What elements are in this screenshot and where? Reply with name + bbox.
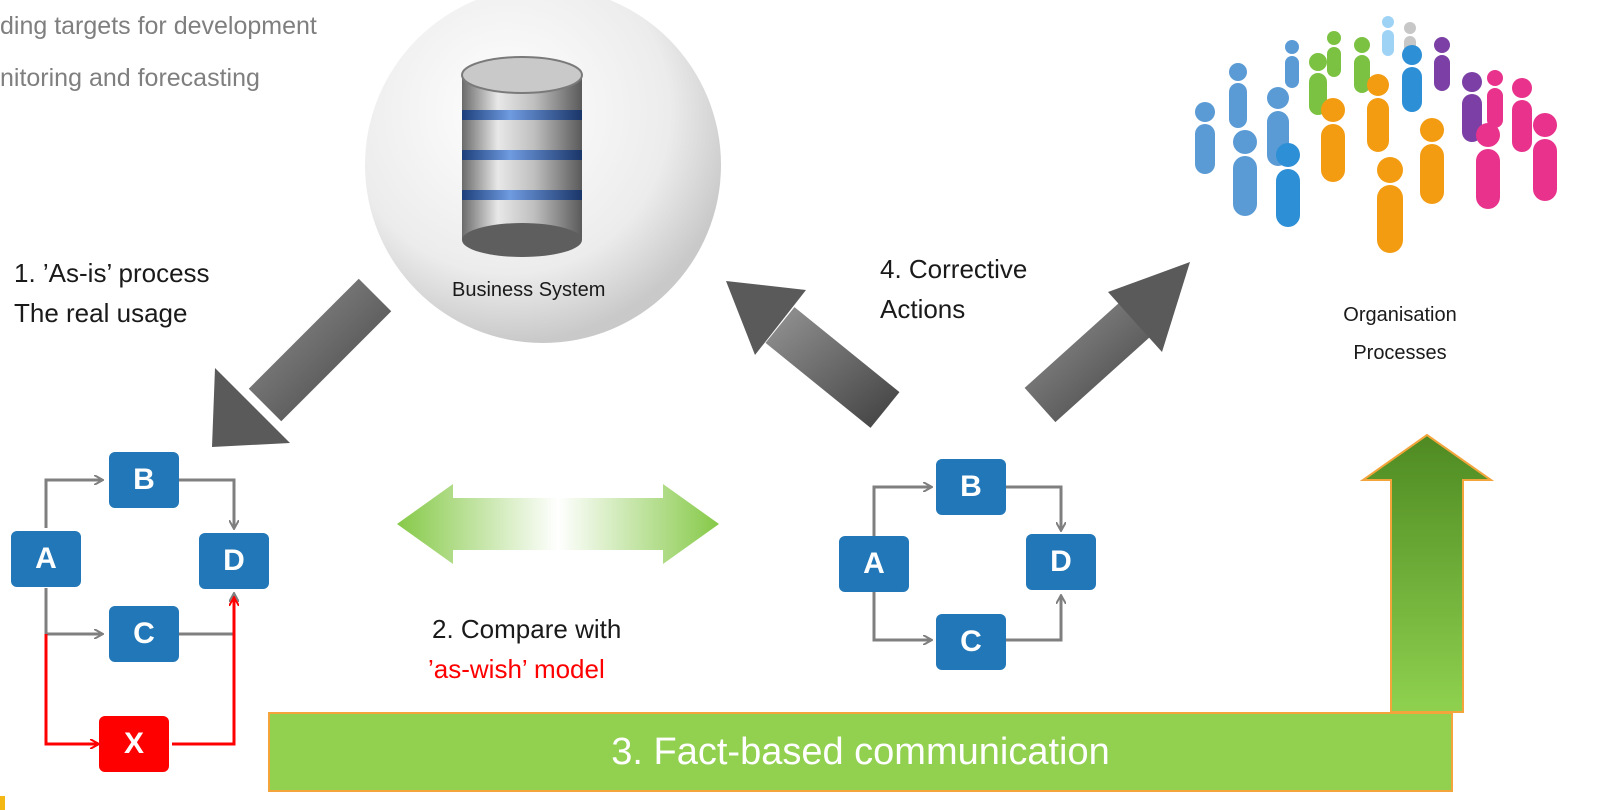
right-node-b: B — [936, 459, 1006, 515]
step4-line2: Actions — [880, 294, 966, 324]
compare-double-arrow — [397, 484, 719, 564]
people-crowd-icon — [1195, 16, 1557, 253]
slide-accent — [0, 796, 5, 810]
top-text-line-1: ding targets for development — [0, 12, 317, 40]
top-text-line-2: nitoring and forecasting — [0, 64, 260, 92]
right-node-a: A — [839, 536, 909, 592]
organisation-line2: Processes — [1353, 342, 1447, 364]
step2-line2: ’as-wish’ model — [428, 654, 605, 684]
right-node-c: C — [936, 614, 1006, 670]
step4-line1: 4. Corrective — [880, 254, 1028, 284]
banner-label: 3. Fact-based communication — [611, 730, 1110, 773]
up-arrow — [1359, 433, 1495, 713]
fact-based-communication-banner: 3. Fact-based communication — [268, 712, 1453, 792]
step1-line2: The real usage — [14, 298, 188, 328]
left-node-a: A — [11, 531, 81, 587]
left-node-x: X — [99, 716, 169, 772]
step2-line1: 2. Compare with — [432, 614, 622, 644]
left-node-b: B — [109, 452, 179, 508]
left-node-d: D — [199, 533, 269, 589]
left-node-c: C — [109, 606, 179, 662]
left-process-connectors — [44, 480, 234, 744]
right-node-d: D — [1026, 534, 1096, 590]
database-icon — [461, 56, 583, 257]
arrow-corrective-to-system — [726, 281, 900, 428]
arrow-corrective-to-organisation — [1024, 262, 1190, 423]
right-process-connectors — [872, 487, 1061, 640]
organisation-line1: Organisation — [1343, 304, 1457, 326]
arrow-as-is-process — [212, 278, 392, 447]
step1-line1: 1. ’As-is’ process — [14, 258, 210, 288]
business-system-caption: Business System — [452, 279, 606, 301]
